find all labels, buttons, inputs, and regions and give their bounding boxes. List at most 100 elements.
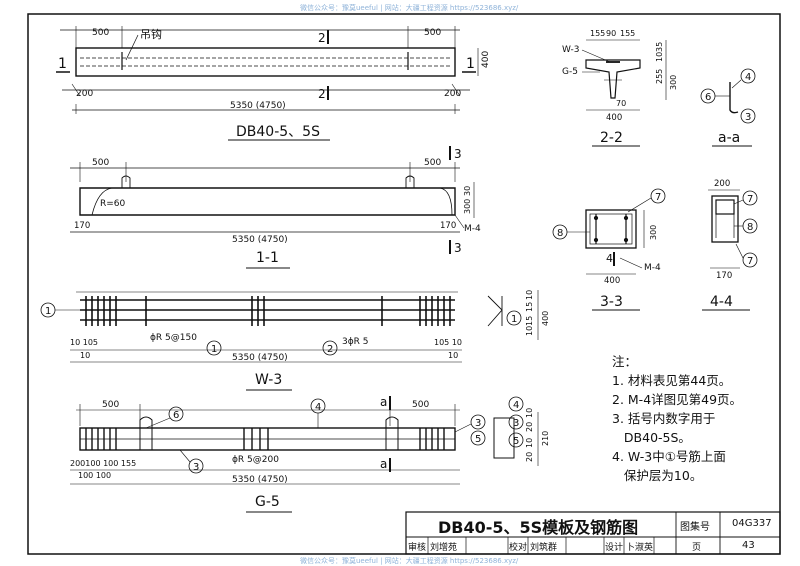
view-section-a-a: 4 6 3 a-a bbox=[700, 68, 756, 147]
g5-side-dim-0: 10 bbox=[525, 408, 534, 418]
g5-dim-bot-row2: 100 100 bbox=[78, 471, 111, 480]
aa-title: a-a bbox=[718, 130, 740, 146]
s11-radius: R=60 bbox=[100, 199, 126, 209]
note-item-1: 1. 材料表见第44页。 bbox=[612, 373, 732, 388]
view-section-3-3: 7 8 300 4 M-4 400 3-3 bbox=[552, 188, 666, 311]
w3-label-stirrup: ϕR 5@150 bbox=[150, 333, 197, 343]
s11-beam-outline bbox=[79, 187, 456, 216]
s22-w3-label: W-3 bbox=[562, 45, 580, 55]
g5-mark-3-bottom: 3 bbox=[193, 462, 199, 473]
db-dim-bot-right: 200 bbox=[444, 89, 461, 99]
aa-mark-4: 4 bbox=[745, 72, 751, 83]
w3-dim-end-left: 10 bbox=[80, 351, 90, 360]
note-item-4-cont: 保护层为10。 bbox=[612, 468, 703, 483]
view-section-1-1: 500 500 3 R=60 30 300 170 170 M-4 5350 (… bbox=[70, 146, 481, 269]
notes-block: 注： 1. 材料表见第44页。 2. M-4详图见第49页。 3. 括号内数字用… bbox=[612, 352, 742, 485]
aa-mark-3: 3 bbox=[745, 112, 751, 123]
watermark-bottom: 微信公众号：豫莫ueeful | 网站：大疆工程资源 https://52368… bbox=[300, 557, 519, 565]
g5-side-dim-2: 10 bbox=[525, 438, 534, 448]
s22-dim-right-1: 10 bbox=[655, 52, 664, 62]
g5-side-dim-1: 20 bbox=[525, 422, 534, 432]
review-label: 审核 bbox=[408, 543, 427, 553]
s22-dim-right-0: 255 bbox=[655, 69, 664, 84]
s22-dim-top-2: 155 bbox=[620, 29, 635, 38]
note-item-3: 3. 括号内数字用于 bbox=[612, 411, 716, 426]
db-title: DB40-5、5S bbox=[236, 124, 320, 140]
s11-section-mark-top: 3 bbox=[454, 147, 462, 161]
view-w3-mesh: 1 ϕR 5@150 1 2 3ϕR 5 10 105 105 10 10 10… bbox=[40, 290, 550, 391]
s33-mark-7: 7 bbox=[655, 192, 661, 203]
s11-title: 1-1 bbox=[256, 250, 279, 266]
g5-dim-bot-row1: 200100 100 155 bbox=[70, 459, 136, 468]
page-label: 页 bbox=[692, 543, 702, 553]
atlas-number-label: 图集号 bbox=[680, 522, 710, 533]
reviewer-name: 刘增苑 bbox=[430, 543, 458, 553]
w3-dim-right: 105 10 bbox=[434, 338, 462, 347]
atlas-number-value: 04G337 bbox=[732, 518, 772, 529]
g5-mark-a-top: a bbox=[380, 395, 387, 409]
w3-dim-end-right: 10 bbox=[448, 351, 458, 360]
s44-title: 4-4 bbox=[710, 294, 733, 310]
s22-dim-right-2: 35 bbox=[655, 42, 664, 52]
db-beam-outline bbox=[75, 47, 456, 77]
s11-dim-total: 5350 (4750) bbox=[232, 235, 288, 245]
w3-title: W-3 bbox=[255, 372, 282, 388]
s22-g5-label: G-5 bbox=[562, 67, 578, 77]
s11-dim-top-right: 500 bbox=[424, 158, 441, 168]
s11-section-mark-bottom: 3 bbox=[454, 241, 462, 255]
g5-dim-top-left: 500 bbox=[102, 400, 119, 410]
s22-dim-top-0: 155 bbox=[590, 29, 605, 38]
s44-dim-bot: 170 bbox=[716, 271, 732, 281]
s11-dim-v2: 300 bbox=[463, 199, 472, 214]
s11-dim-bot-left: 170 bbox=[74, 221, 90, 231]
s33-title: 3-3 bbox=[600, 294, 623, 310]
s11-dim-top-left: 500 bbox=[92, 158, 109, 168]
s44-mark-8: 8 bbox=[747, 222, 753, 233]
w3-side-total: 400 bbox=[541, 311, 550, 326]
design-label: 设计 bbox=[605, 543, 624, 553]
g5-dim-total: 5350 (4750) bbox=[232, 475, 288, 485]
view-section-2-2: 155 90 155 W-3 G-5 70 255 10 35 300 400 … bbox=[562, 29, 678, 147]
view-g5-cage: 500 500 6 4 a a ϕR 5@200 3 3 bbox=[70, 395, 550, 513]
w3-side-mark-1: 1 bbox=[511, 314, 517, 325]
note-item-4: 4. W-3中①号筋上面 bbox=[612, 449, 726, 464]
db-cut-label-right: 1 bbox=[466, 56, 475, 72]
g5-mark-6: 6 bbox=[173, 410, 179, 421]
w3-mark-1-mid: 1 bbox=[211, 344, 217, 355]
s33-dim-height: 300 bbox=[649, 225, 658, 240]
note-item-2: 2. M-4详图见第49页。 bbox=[612, 392, 743, 407]
db-hook-label: 吊钩 bbox=[140, 27, 162, 41]
s11-dim-v1: 30 bbox=[463, 186, 472, 196]
s22-dim-width: 400 bbox=[606, 113, 622, 123]
g5-dim-top-right: 500 bbox=[412, 400, 429, 410]
w3-side-dim-1: 15 bbox=[525, 302, 534, 312]
s44-dim-top: 200 bbox=[714, 179, 730, 189]
g5-side-mark-4: 4 bbox=[513, 400, 519, 411]
db-dim-top-right: 500 bbox=[424, 28, 441, 38]
s22-t-section bbox=[585, 59, 641, 99]
sheet-title: DB40-5、5S模板及钢筋图 bbox=[438, 518, 639, 537]
designer-name: 卜淑英 bbox=[626, 543, 654, 553]
page-number: 43 bbox=[742, 540, 755, 551]
view-db-elevation: 500 500 吊钩 2 1 1 400 200 200 2 5350 (475… bbox=[56, 26, 491, 141]
s33-cut-label: 4 bbox=[606, 252, 613, 265]
s33-plate-label: M-4 bbox=[644, 263, 661, 273]
watermark-top: 微信公众号：豫莫ueeful | 网站：大疆工程资源 https://52368… bbox=[300, 4, 519, 12]
db-dim-bot-left: 200 bbox=[76, 89, 93, 99]
w3-side-dim-3: 10 bbox=[525, 326, 534, 336]
w3-dim-total: 5350 (4750) bbox=[232, 353, 288, 363]
s33-mark-8: 8 bbox=[557, 228, 563, 239]
g5-side-dim-4: 210 bbox=[541, 431, 550, 446]
db-dim-total: 5350 (4750) bbox=[230, 101, 286, 111]
aa-mark-6: 6 bbox=[705, 92, 711, 103]
s22-dim-top-1: 90 bbox=[606, 29, 616, 38]
g5-mark-5-right: 5 bbox=[475, 434, 481, 445]
g5-title: G-5 bbox=[255, 494, 280, 510]
db-section-mark-top: 2 bbox=[318, 31, 326, 45]
w3-side-dim-0: 10 bbox=[525, 290, 534, 300]
g5-mark-a-bottom: a bbox=[380, 457, 387, 471]
w3-label-bar: 3ϕR 5 bbox=[342, 337, 369, 347]
g5-mark-4: 4 bbox=[315, 402, 321, 413]
g5-side-dim-3: 20 bbox=[525, 452, 534, 462]
